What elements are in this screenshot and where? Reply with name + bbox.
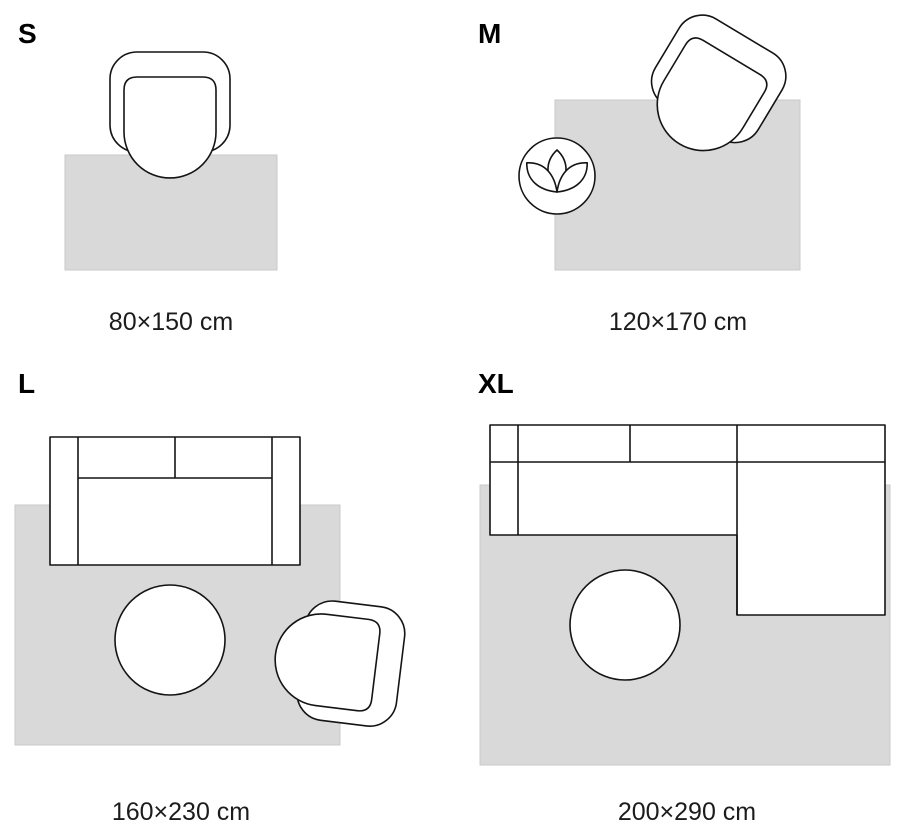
panel-s: S 80×150 cm [18, 18, 278, 336]
size-caption-s: 80×150 cm [109, 308, 233, 336]
panel-xl: XL 200×290 cm [478, 368, 891, 826]
size-letter-xl: XL [478, 368, 514, 399]
size-caption-m: 120×170 cm [609, 308, 747, 336]
size-letter-s: S [18, 18, 37, 49]
round-pouf-icon [569, 569, 681, 681]
size-caption-l: 160×230 cm [112, 798, 250, 826]
size-caption-xl: 200×290 cm [618, 798, 756, 826]
panel-m: M 120×170 cm [478, 4, 801, 336]
round-pouf-icon [114, 584, 226, 696]
two-seat-sofa-icon [49, 436, 301, 566]
panel-l: L 160×230 cm [14, 368, 409, 826]
size-letter-m: M [478, 18, 501, 49]
sectional-sofa-icon [489, 424, 886, 616]
size-letter-l: L [18, 368, 35, 399]
potted-plant-icon [518, 137, 596, 215]
